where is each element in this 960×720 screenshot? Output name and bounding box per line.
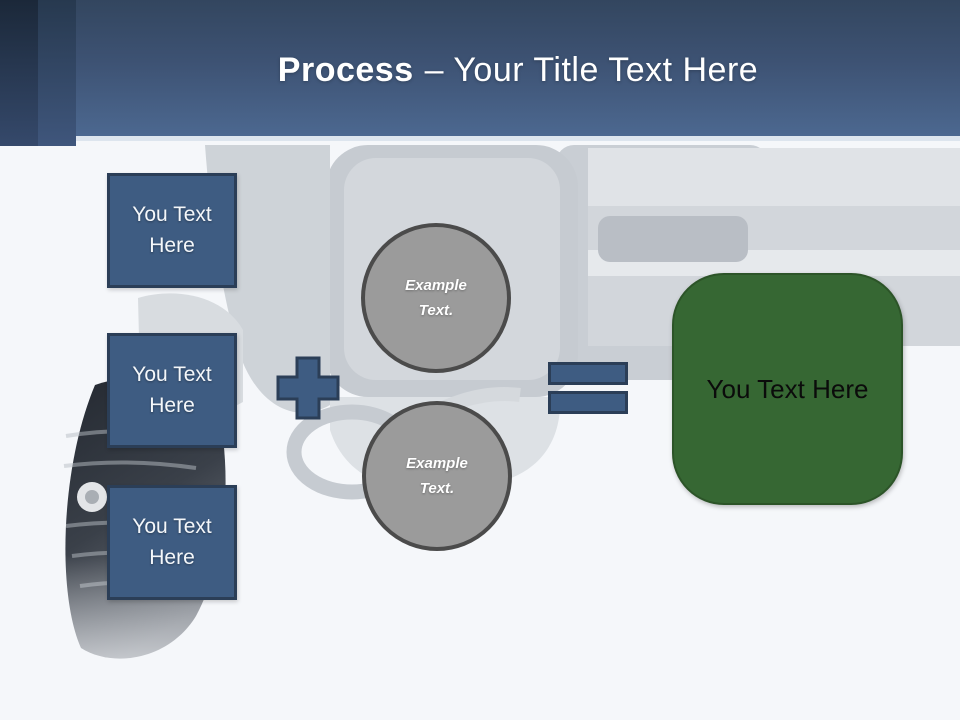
- slide-title-rest: – Your Title Text Here: [424, 51, 759, 89]
- equals-icon: [548, 362, 628, 414]
- example-circle-1-label: Example Text.: [405, 276, 467, 320]
- result-box[interactable]: You Text Here: [672, 273, 903, 505]
- input-box-3[interactable]: You Text Here: [107, 485, 237, 600]
- result-box-label: You Text Here: [706, 373, 869, 404]
- input-box-1[interactable]: You Text Here: [107, 173, 237, 288]
- example-circle-1[interactable]: Example Text.: [361, 223, 511, 373]
- header-stripe-outer: [0, 0, 38, 146]
- equals-bar-top: [548, 362, 628, 385]
- header-stripe-inner: [38, 0, 76, 146]
- slide-title: Process – Your Title Text Here: [76, 0, 960, 141]
- plus-icon: [276, 356, 340, 420]
- input-box-3-label: You Text Here: [132, 515, 212, 569]
- equals-bar-bottom: [548, 391, 628, 414]
- input-box-1-label: You Text Here: [132, 203, 212, 257]
- header-band: [0, 0, 960, 141]
- input-box-2-label: You Text Here: [132, 363, 212, 417]
- input-box-2[interactable]: You Text Here: [107, 333, 237, 448]
- example-circle-2-label: Example Text.: [406, 454, 468, 498]
- slide-title-emphasis: Process: [277, 51, 414, 89]
- example-circle-2[interactable]: Example Text.: [362, 401, 512, 551]
